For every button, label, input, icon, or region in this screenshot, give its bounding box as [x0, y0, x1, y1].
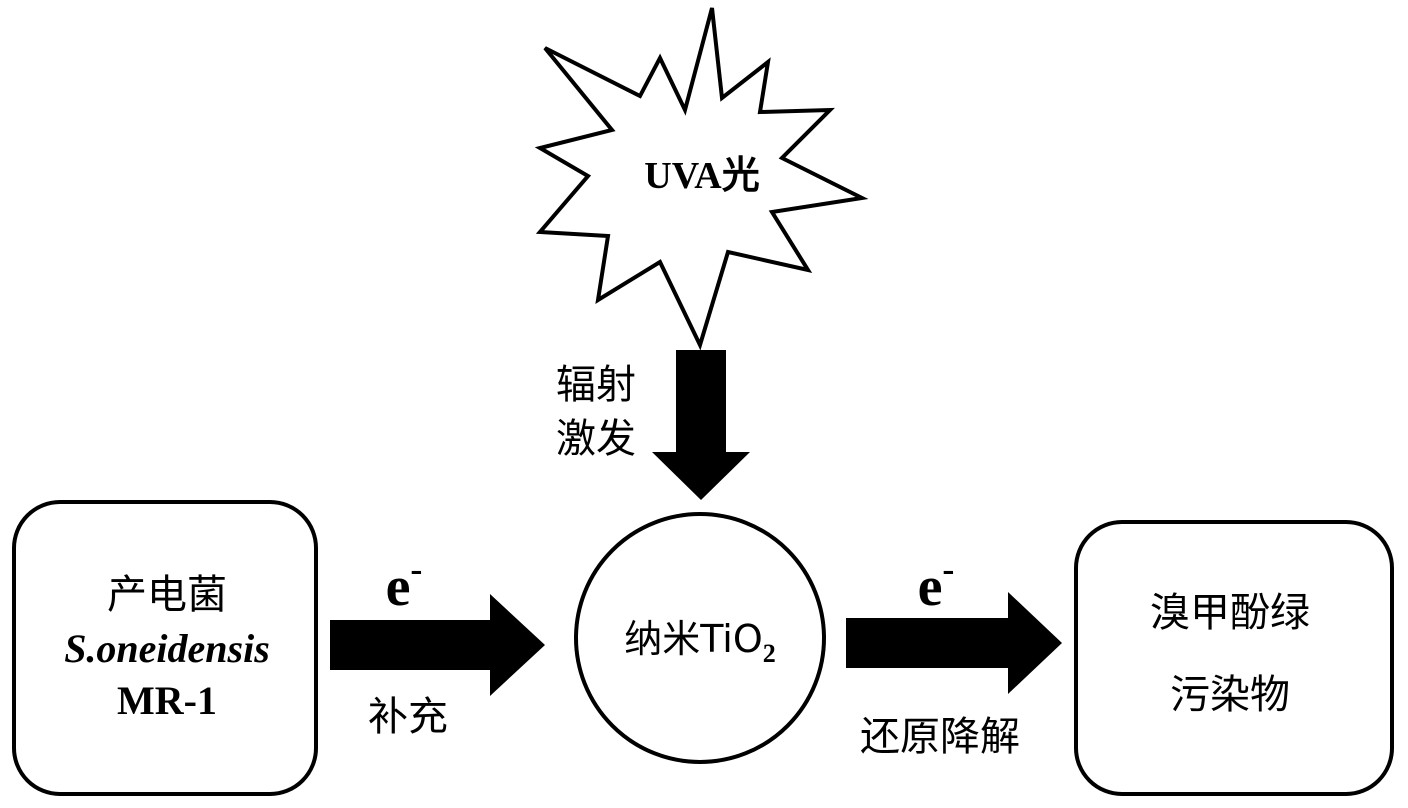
excite-label-line1: 辐射 — [556, 362, 636, 408]
source-label-line3: MR-1 — [117, 678, 217, 723]
source-label-line1: 产电菌 — [107, 572, 227, 618]
left-arrow-caption: 补充 — [368, 694, 448, 740]
source-label-line2: S.oneidensis — [64, 626, 270, 671]
tio2-label: 纳米TiO2 — [624, 617, 776, 668]
right-electron-label: e- — [918, 549, 955, 618]
left-electron-label: e- — [386, 549, 423, 618]
right-electron-arrow — [846, 592, 1062, 694]
right-arrow-caption: 还原降解 — [860, 714, 1020, 760]
target-label-line1: 溴甲酚绿 — [1150, 590, 1310, 636]
excite-down-arrow — [652, 350, 750, 500]
uva-starburst — [534, 7, 869, 351]
target-box — [1074, 520, 1394, 796]
excite-label-line2: 激发 — [556, 416, 636, 462]
target-label-line2: 污染物 — [1170, 672, 1290, 718]
tio2-circle — [574, 512, 826, 764]
left-electron-arrow — [330, 594, 545, 696]
uva-light-label: UVA光 — [644, 155, 759, 197]
source-box — [12, 500, 318, 796]
